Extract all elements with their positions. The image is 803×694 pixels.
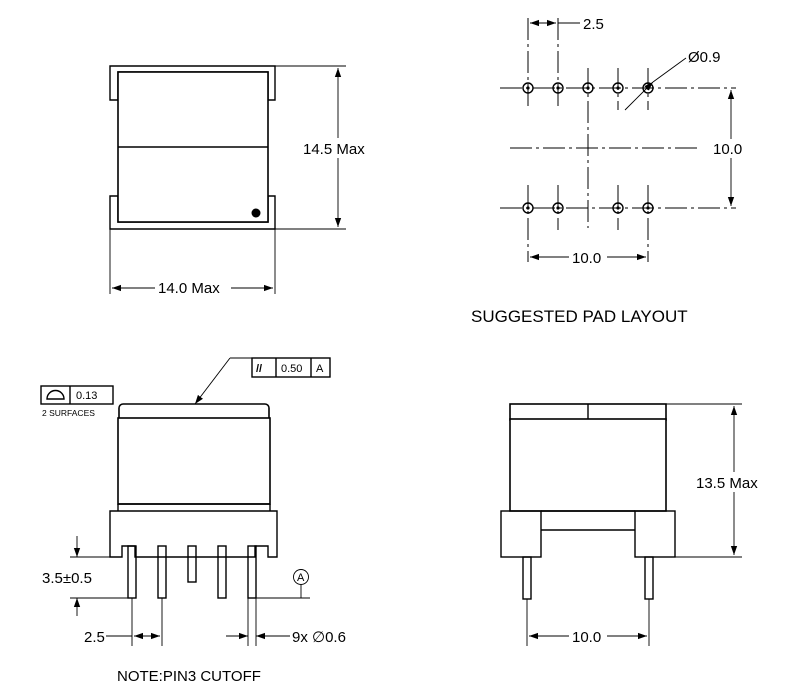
pin1-marker-dot — [251, 208, 261, 218]
pad-row-spacing-label: 10.0 — [713, 141, 742, 158]
profile-of-surface-icon — [46, 389, 65, 400]
parallelism-value: 0.50 — [281, 363, 302, 375]
side-view-span-label: 10.0 — [572, 629, 601, 646]
front-view-pins — [127, 545, 257, 599]
pad-row-width-label: 10.0 — [572, 250, 601, 267]
side-view-height-label: 13.5 Max — [696, 475, 758, 492]
pad-layout: 2.5 Ø0.9 10.0 10.0 SUGGESTED PAD LAYOUT — [471, 16, 751, 326]
pad-hole-label: Ø0.9 — [688, 49, 721, 66]
parallelism-frame — [251, 357, 331, 378]
parallelism-symbol: // — [256, 363, 262, 375]
pin3-cutoff-note: NOTE:PIN3 CUTOFF — [117, 668, 261, 685]
pad-row-bottom — [522, 202, 654, 214]
flatness-value: 0.13 — [76, 390, 97, 402]
pin-length-label: 3.5±0.5 — [42, 570, 92, 587]
top-view-width-label: 14.0 Max — [158, 280, 220, 297]
datum-a-label: A — [297, 572, 305, 584]
datum-a-symbol — [293, 569, 309, 585]
flatness-frame — [40, 385, 114, 405]
pin-pitch-label: 2.5 — [84, 629, 105, 646]
side-view: 13.5 Max 10.0 — [500, 403, 769, 646]
top-view: 14.5 Max 14.0 Max — [109, 65, 378, 298]
pin-diameter-label: 9x ∅0.6 — [292, 629, 346, 646]
parallelism-datum: A — [316, 363, 324, 375]
front-view: // 0.50 A 0.13 2 SURFACES 3.5±0.5 — [40, 357, 346, 685]
pad-layout-title: SUGGESTED PAD LAYOUT — [471, 307, 688, 326]
top-view-height-label: 14.5 Max — [303, 141, 365, 158]
pad-pitch-label: 2.5 — [583, 16, 604, 33]
flatness-note: 2 SURFACES — [42, 408, 95, 418]
